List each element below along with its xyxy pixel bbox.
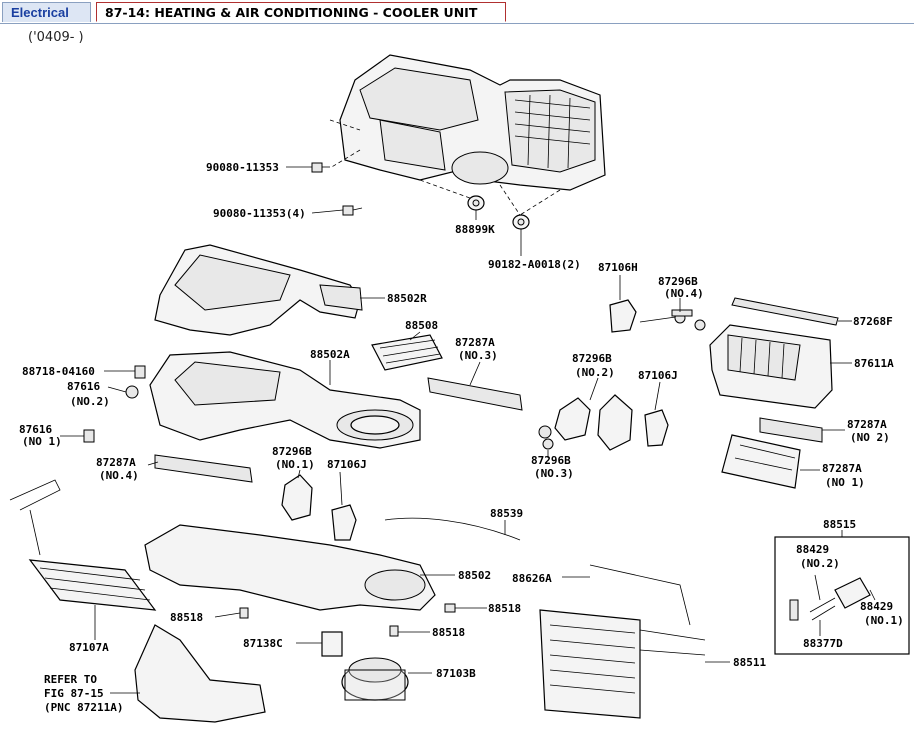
case-88502a — [149, 351, 421, 449]
clip-88518-center — [389, 625, 399, 637]
label-88502a[interactable]: 88502A — [310, 348, 350, 361]
clip-87616-no1 — [83, 429, 95, 443]
screw-87296b-no3 — [538, 425, 554, 450]
label-88429-no1[interactable]: 88429 — [860, 600, 893, 613]
case-87611a — [709, 324, 833, 409]
label-87287a-no3[interactable]: 87287A — [455, 336, 495, 349]
clip-88518-right — [444, 603, 456, 613]
link-87296b-no2 — [554, 394, 633, 451]
servo-87106h — [609, 299, 637, 333]
label-87287a-no4-qty: (NO.4) — [99, 469, 139, 482]
tab-diagram-title[interactable]: 87-14: HEATING & AIR CONDITIONING - COOL… — [96, 2, 506, 22]
label-87296b-no2[interactable]: 87296B — [572, 352, 612, 365]
label-88518-left[interactable]: 88518 — [170, 611, 203, 624]
label-87287a-no4[interactable]: 87287A — [96, 456, 136, 469]
label-87296b-no3[interactable]: 87296B — [531, 454, 571, 467]
clip-88718 — [134, 365, 146, 379]
clip-88518-left — [239, 607, 249, 619]
pipe-88626a — [589, 564, 691, 626]
label-87616-no1-qty: (NO 1) — [22, 435, 62, 448]
clip-87616-no2 — [125, 385, 139, 399]
label-90080-11353[interactable]: 90080-11353 — [206, 161, 279, 174]
label-87107a[interactable]: 87107A — [69, 641, 109, 654]
label-87106j-right[interactable]: 87106J — [638, 369, 678, 382]
seal-87287a-no4 — [154, 454, 253, 483]
hose-88539 — [384, 517, 521, 541]
label-88429-no2[interactable]: 88429 — [796, 543, 829, 556]
link-87296b-no4 — [639, 309, 706, 331]
label-88502[interactable]: 88502 — [458, 569, 491, 582]
tab-electrical[interactable]: Electrical — [2, 2, 91, 22]
label-88429-no1-qty: (NO.1) — [864, 614, 904, 627]
label-87616-no2[interactable]: 87616 — [67, 380, 100, 393]
label-87138c[interactable]: 87138C — [243, 637, 283, 650]
tab-bar: Electrical 87-14: HEATING & AIR CONDITIO… — [0, 0, 914, 24]
label-88626a[interactable]: 88626A — [512, 572, 552, 585]
case-88502r — [154, 244, 363, 336]
label-88429-no2-qty: (NO.2) — [800, 557, 840, 570]
label-87287a-no2-qty: (NO 2) — [850, 431, 890, 444]
label-88899k[interactable]: 88899K — [455, 223, 495, 236]
filter-87287a-no1 — [721, 434, 801, 489]
label-88718-04160[interactable]: 88718-04160 — [22, 365, 95, 378]
date-range: ('0409- ) — [28, 30, 84, 45]
label-88518-center[interactable]: 88518 — [432, 626, 465, 639]
leader-lines — [60, 166, 876, 694]
servo-87106j-right — [644, 409, 669, 447]
label-87616-no1[interactable]: 87616 — [19, 423, 52, 436]
seal-87268f — [731, 297, 839, 326]
label-87287a-no3-qty: (NO.3) — [458, 349, 498, 362]
label-87296b-no3-qty: (NO.3) — [534, 467, 574, 480]
evaporator-88511 — [539, 609, 706, 719]
filter-88508 — [371, 334, 443, 371]
label-87296b-no4[interactable]: 87296B — [658, 275, 698, 288]
duct-87211a — [134, 624, 266, 723]
label-87287a-no1-qty: (NO 1) — [825, 476, 865, 489]
screw-90080-a — [311, 162, 330, 173]
heater-core-87107a — [9, 479, 157, 611]
label-88539[interactable]: 88539 — [490, 507, 523, 520]
label-87616-no2-qty: (NO.2) — [70, 395, 110, 408]
label-87296b-no1-qty: (NO.1) — [275, 458, 315, 471]
label-88502r[interactable]: 88502R — [387, 292, 427, 305]
link-87296b-no1 — [281, 474, 313, 521]
resistor-87138c — [321, 631, 343, 657]
refer-to-label: REFER TO — [44, 673, 97, 686]
grommet-88899k — [467, 195, 485, 211]
label-87611a[interactable]: 87611A — [854, 357, 894, 370]
label-87106h[interactable]: 87106H — [598, 261, 638, 274]
label-88377d[interactable]: 88377D — [803, 637, 843, 650]
label-87106j-left[interactable]: 87106J — [327, 458, 367, 471]
case-88502 — [144, 524, 436, 611]
seal-87287a-no2 — [759, 417, 823, 443]
label-87287a-no2[interactable]: 87287A — [847, 418, 887, 431]
label-88518-right[interactable]: 88518 — [488, 602, 521, 615]
label-88511[interactable]: 88511 — [733, 656, 766, 669]
label-87296b-no1[interactable]: 87296B — [272, 445, 312, 458]
label-87296b-no4-qty: (NO.4) — [664, 287, 704, 300]
nut-90182 — [512, 214, 530, 230]
label-88508[interactable]: 88508 — [405, 319, 438, 332]
label-87268f[interactable]: 87268F — [853, 315, 893, 328]
blower-87103b — [341, 657, 409, 701]
label-87296b-no2-qty: (NO.2) — [575, 366, 615, 379]
screw-90080-b — [342, 205, 363, 216]
refer-pnc-label: (PNC 87211A) — [44, 701, 123, 714]
label-90080-11353-4[interactable]: 90080-11353(4) — [213, 207, 306, 220]
tab-divider — [0, 23, 914, 24]
label-90182-a0018-2[interactable]: 90182-A0018(2) — [488, 258, 581, 271]
label-87103b[interactable]: 87103B — [436, 667, 476, 680]
servo-87106j-left — [331, 504, 357, 541]
label-87287a-no1[interactable]: 87287A — [822, 462, 862, 475]
cooler-unit-assembly — [329, 54, 606, 216]
refer-fig-link[interactable]: FIG 87-15 — [44, 687, 104, 700]
label-88515[interactable]: 88515 — [823, 518, 856, 531]
seal-87287a-no3 — [427, 377, 523, 411]
